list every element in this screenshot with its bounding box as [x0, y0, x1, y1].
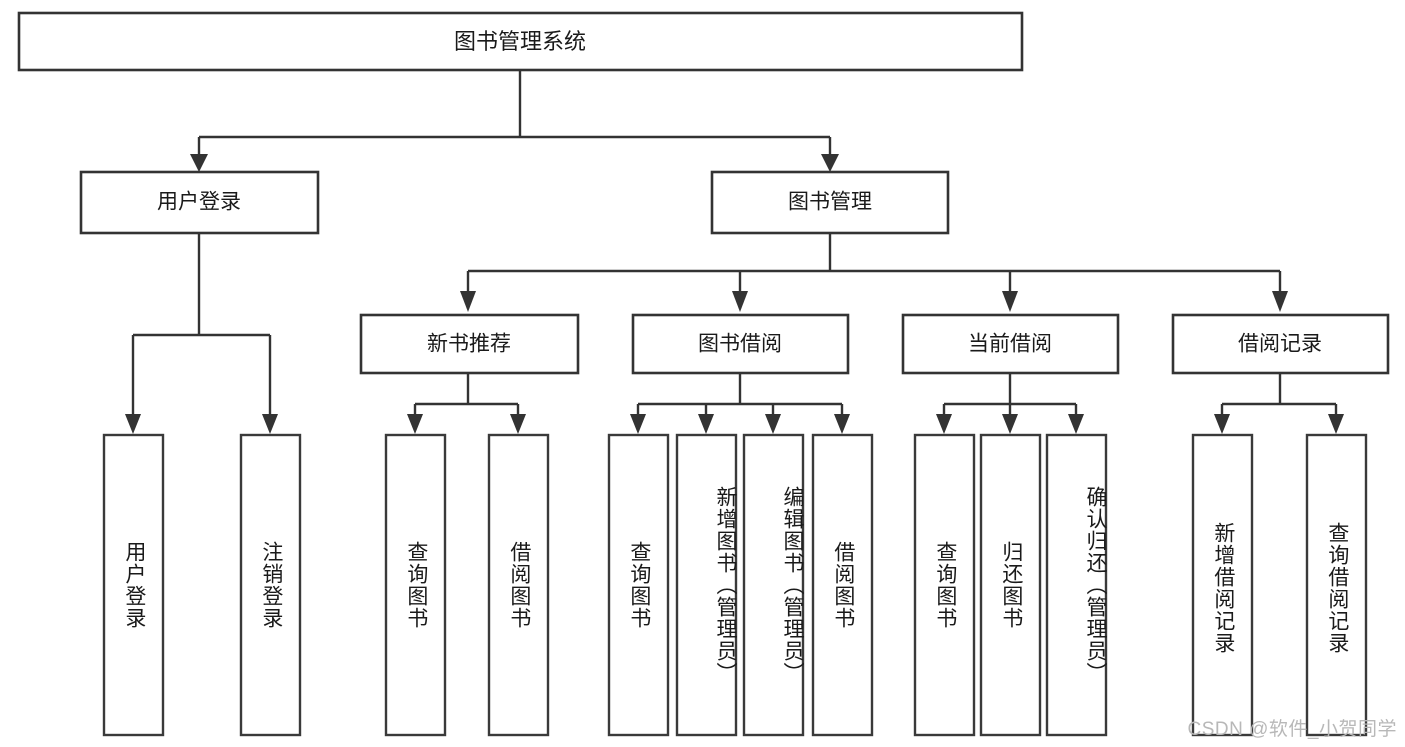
node-box-leaf-add-book[interactable] — [675, 433, 738, 737]
node-book-management[interactable]: 图书管理 — [710, 170, 950, 235]
arrowhead-leaf-logout — [262, 414, 278, 434]
node-box-leaf-borrow-book-2[interactable] — [811, 433, 874, 737]
arrowhead-leaf-add-book — [698, 414, 714, 434]
arrowhead-leaf-return-book — [1002, 414, 1018, 434]
arrowhead-leaf-query-book-3 — [936, 414, 952, 434]
node-box-current-borrow[interactable] — [901, 313, 1120, 375]
node-box-user-login[interactable] — [79, 170, 320, 235]
arrowhead-book-borrow — [732, 291, 748, 312]
watermark-text: CSDN @软件_小贺同学 — [1187, 719, 1397, 740]
node-label-book-borrow: 图书借阅 — [698, 333, 782, 356]
node-box-book-management[interactable] — [710, 170, 950, 235]
node-box-leaf-logout[interactable] — [239, 433, 302, 737]
node-box-leaf-user-login[interactable] — [102, 433, 165, 737]
node-label-title: 图书管理系统 — [454, 29, 586, 54]
node-box-book-borrow[interactable] — [631, 313, 850, 375]
arrowhead-new-book-recommend — [460, 291, 476, 312]
node-label-new-book-recommend: 新书推荐 — [427, 333, 511, 356]
node-box-leaf-edit-book[interactable] — [742, 433, 805, 737]
node-borrow-record[interactable]: 借阅记录 — [1171, 313, 1390, 375]
node-box-borrow-record[interactable] — [1171, 313, 1390, 375]
node-box-leaf-return-book[interactable] — [979, 433, 1042, 737]
node-book-management-system[interactable]: 图书管理系统 — [17, 11, 1024, 72]
node-box-leaf-confirm-return[interactable] — [1045, 433, 1108, 737]
node-box-leaf-borrow-book-1[interactable] — [487, 433, 550, 737]
node-box-leaf-query-book-1[interactable] — [384, 433, 447, 737]
arrowhead-current-borrow — [1002, 291, 1018, 312]
node-label-borrow-record: 借阅记录 — [1238, 333, 1322, 356]
arrowhead-leaf-confirm-return — [1068, 414, 1084, 434]
node-user-login[interactable]: 用户登录 — [79, 170, 320, 235]
node-box-leaf-query-book-2[interactable] — [607, 433, 670, 737]
node-box-title[interactable] — [17, 11, 1024, 72]
node-box-new-book-recommend[interactable] — [359, 313, 580, 375]
arrowhead-leaf-borrow-book-2 — [834, 414, 850, 434]
node-label-user-login: 用户登录 — [157, 191, 241, 214]
arrowhead-leaf-user-login — [125, 414, 141, 434]
arrowhead-borrow-record — [1272, 291, 1288, 312]
node-current-borrow[interactable]: 当前借阅 — [901, 313, 1120, 375]
arrowhead-leaf-query-book-2 — [630, 414, 646, 434]
arrowhead-leaf-add-record — [1214, 414, 1230, 434]
arrowhead-book-management — [821, 154, 839, 172]
node-label-book-management: 图书管理 — [788, 191, 872, 214]
connector-layer — [125, 70, 1344, 434]
arrowhead-user-login — [190, 154, 208, 172]
node-box-leaf-query-book-3[interactable] — [913, 433, 976, 737]
arrowhead-leaf-edit-book — [765, 414, 781, 434]
node-new-book-recommend[interactable]: 新书推荐 — [359, 313, 580, 375]
node-box-leaf-add-record[interactable] — [1191, 433, 1254, 737]
arrowhead-leaf-query-record — [1328, 414, 1344, 434]
arrowhead-leaf-query-book-1 — [407, 414, 423, 434]
arrowhead-leaf-borrow-book-1 — [510, 414, 526, 434]
node-label-current-borrow: 当前借阅 — [968, 333, 1052, 356]
node-box-leaf-query-record[interactable] — [1305, 433, 1368, 737]
node-book-borrow[interactable]: 图书借阅 — [631, 313, 850, 375]
